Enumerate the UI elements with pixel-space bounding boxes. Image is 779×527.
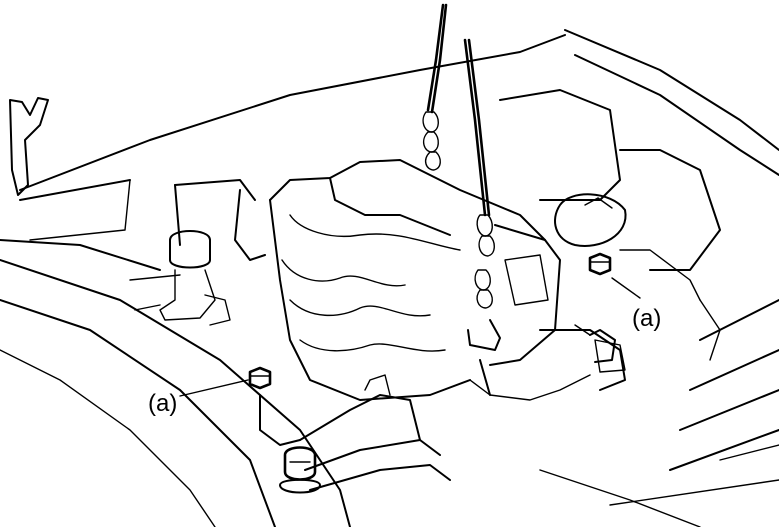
mount-nut-left <box>248 366 272 390</box>
callout-leaders <box>179 277 641 397</box>
engine-mount-right <box>574 324 616 363</box>
lifting-chain-left <box>422 3 448 171</box>
mount-nut-right <box>588 252 612 276</box>
front-grille-right <box>539 299 779 527</box>
vehicle-body-outline <box>0 29 779 527</box>
engine-mount-left <box>259 374 451 494</box>
right-side-components <box>499 89 721 361</box>
callout-label-right: (a) <box>632 305 661 332</box>
hood-hinge-left <box>9 97 49 196</box>
callout-label-left: (a) <box>148 390 177 417</box>
lifting-chain-right <box>463 38 501 351</box>
left-side-components <box>129 179 266 326</box>
